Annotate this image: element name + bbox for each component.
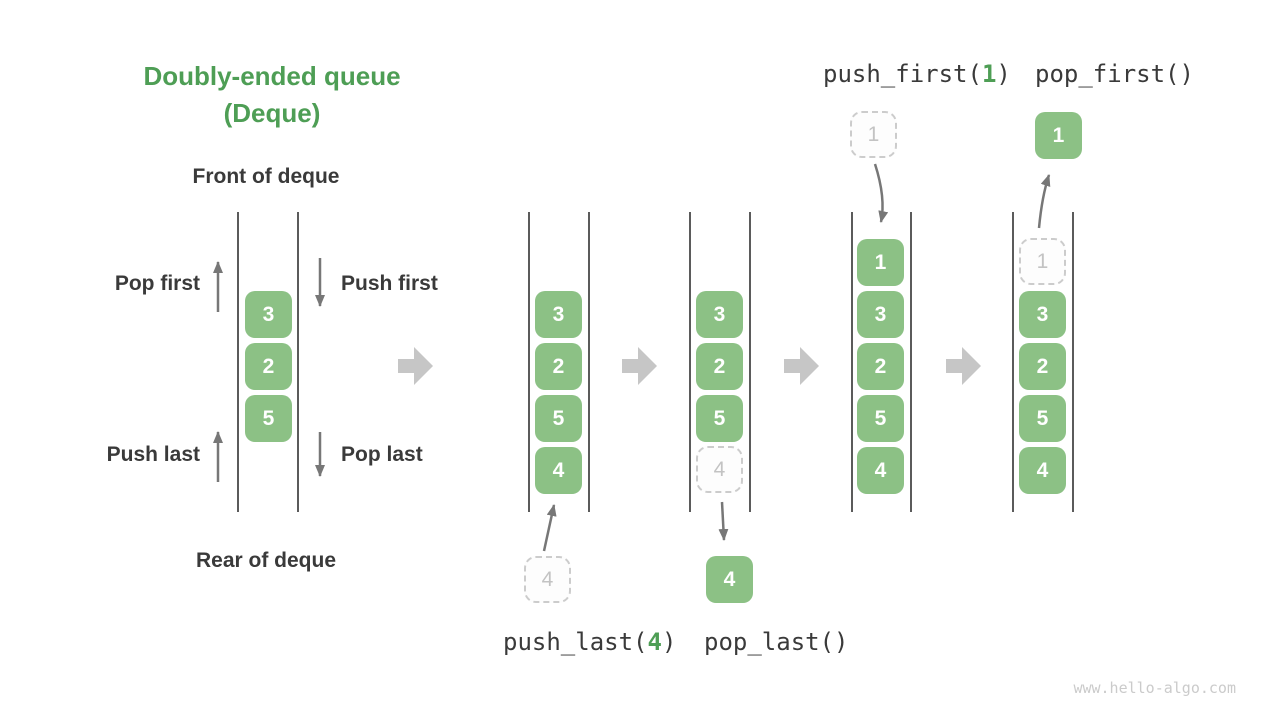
push-first-transfer-arrow-icon xyxy=(873,163,889,223)
queue-cell: 2 xyxy=(245,343,292,390)
code-text: push_first( xyxy=(823,60,982,88)
queue-cell: 5 xyxy=(857,395,904,442)
queue-cell: 5 xyxy=(696,395,743,442)
step-arrow-icon xyxy=(784,347,819,385)
queue-wall xyxy=(910,212,912,512)
code-text: push_last( xyxy=(503,628,648,656)
title-line-2: (Deque) xyxy=(223,98,321,128)
queue-cell: 5 xyxy=(1019,395,1066,442)
staged-element: 4 xyxy=(524,556,571,603)
pop-first-transfer-arrow-icon xyxy=(1037,174,1051,229)
step-arrow-icon xyxy=(622,347,657,385)
queue-cell: 3 xyxy=(696,291,743,338)
push-first-label: Push first xyxy=(341,272,438,295)
front-of-deque-label: Front of deque xyxy=(192,165,340,188)
ghost-cell: 1 xyxy=(1019,238,1066,285)
queue-cell: 4 xyxy=(535,447,582,494)
rear-of-deque-label: Rear of deque xyxy=(195,549,337,572)
queue-wall xyxy=(689,212,691,512)
step-arrow-icon xyxy=(946,347,981,385)
push-last-label: Push last xyxy=(106,443,200,466)
queue-wall xyxy=(1012,212,1014,512)
popped-element: 1 xyxy=(1035,112,1082,159)
queue-wall xyxy=(528,212,530,512)
queue-cell: 4 xyxy=(1019,447,1066,494)
queue-cell: 4 xyxy=(857,447,904,494)
push-first-code-label: push_first(1) xyxy=(823,60,1011,88)
pop-last-label: Pop last xyxy=(341,443,423,466)
code-text: ) xyxy=(661,628,677,656)
queue-cell: 3 xyxy=(245,291,292,338)
push-last-transfer-arrow-icon xyxy=(542,504,557,552)
pop-last-transfer-arrow-icon xyxy=(718,501,729,541)
queue-wall xyxy=(237,212,239,512)
code-text: pop_first( xyxy=(1035,60,1180,88)
queue-cell: 1 xyxy=(857,239,904,286)
queue-cell: 3 xyxy=(535,291,582,338)
queue-cell: 2 xyxy=(535,343,582,390)
queue-wall xyxy=(297,212,299,512)
queue-wall xyxy=(851,212,853,512)
queue-wall xyxy=(1072,212,1074,512)
diagram-title: Doubly-ended queue (Deque) xyxy=(92,58,452,132)
code-text: ) xyxy=(996,60,1011,88)
ghost-cell: 4 xyxy=(696,446,743,493)
code-arg: 1 xyxy=(981,60,997,88)
pop-first-label: Pop first xyxy=(114,272,200,295)
queue-wall xyxy=(588,212,590,512)
code-arg: 4 xyxy=(647,628,662,656)
queue-wall xyxy=(749,212,751,512)
step-arrow-icon xyxy=(398,347,433,385)
queue-cell: 2 xyxy=(1019,343,1066,390)
queue-cell: 3 xyxy=(857,291,904,338)
queue-cell: 5 xyxy=(245,395,292,442)
pop-first-code-label: pop_first() xyxy=(1035,60,1194,88)
queue-cell: 3 xyxy=(1019,291,1066,338)
queue-cell: 2 xyxy=(696,343,743,390)
push-last-code-label: push_last(4) xyxy=(503,628,676,656)
title-line-1: Doubly-ended queue xyxy=(143,61,401,91)
queue-cell: 5 xyxy=(535,395,582,442)
popped-element: 4 xyxy=(706,556,753,603)
watermark: www.hello-algo.com xyxy=(1073,679,1236,697)
pop-last-code-label: pop_last() xyxy=(704,628,849,656)
staged-element: 1 xyxy=(850,111,897,158)
code-text: ) xyxy=(1179,60,1194,88)
code-text: ) xyxy=(834,628,849,656)
code-text: pop_last( xyxy=(704,628,835,656)
queue-cell: 2 xyxy=(857,343,904,390)
